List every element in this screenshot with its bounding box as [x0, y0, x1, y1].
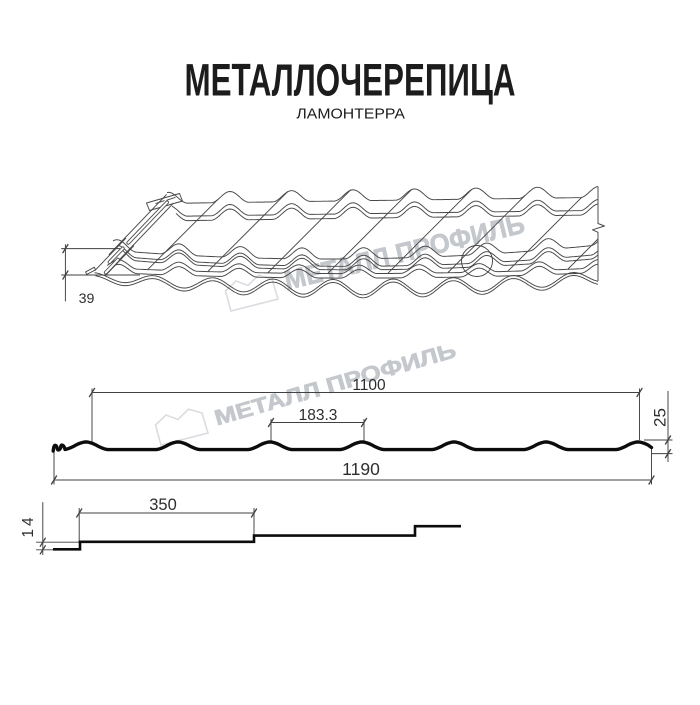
svg-text:1100: 1100 [352, 377, 386, 394]
svg-text:МЕТАЛЛОЧЕРЕПИЦА: МЕТАЛЛОЧЕРЕПИЦА [185, 54, 516, 105]
svg-text:ЛАМОНТЕРРА: ЛАМОНТЕРРА [296, 106, 405, 123]
svg-text:1190: 1190 [342, 459, 380, 479]
svg-text:39: 39 [79, 291, 95, 307]
svg-text:350: 350 [149, 496, 177, 514]
svg-text:14: 14 [20, 514, 37, 537]
svg-text:183.3: 183.3 [299, 407, 338, 424]
svg-text:25: 25 [651, 408, 670, 427]
